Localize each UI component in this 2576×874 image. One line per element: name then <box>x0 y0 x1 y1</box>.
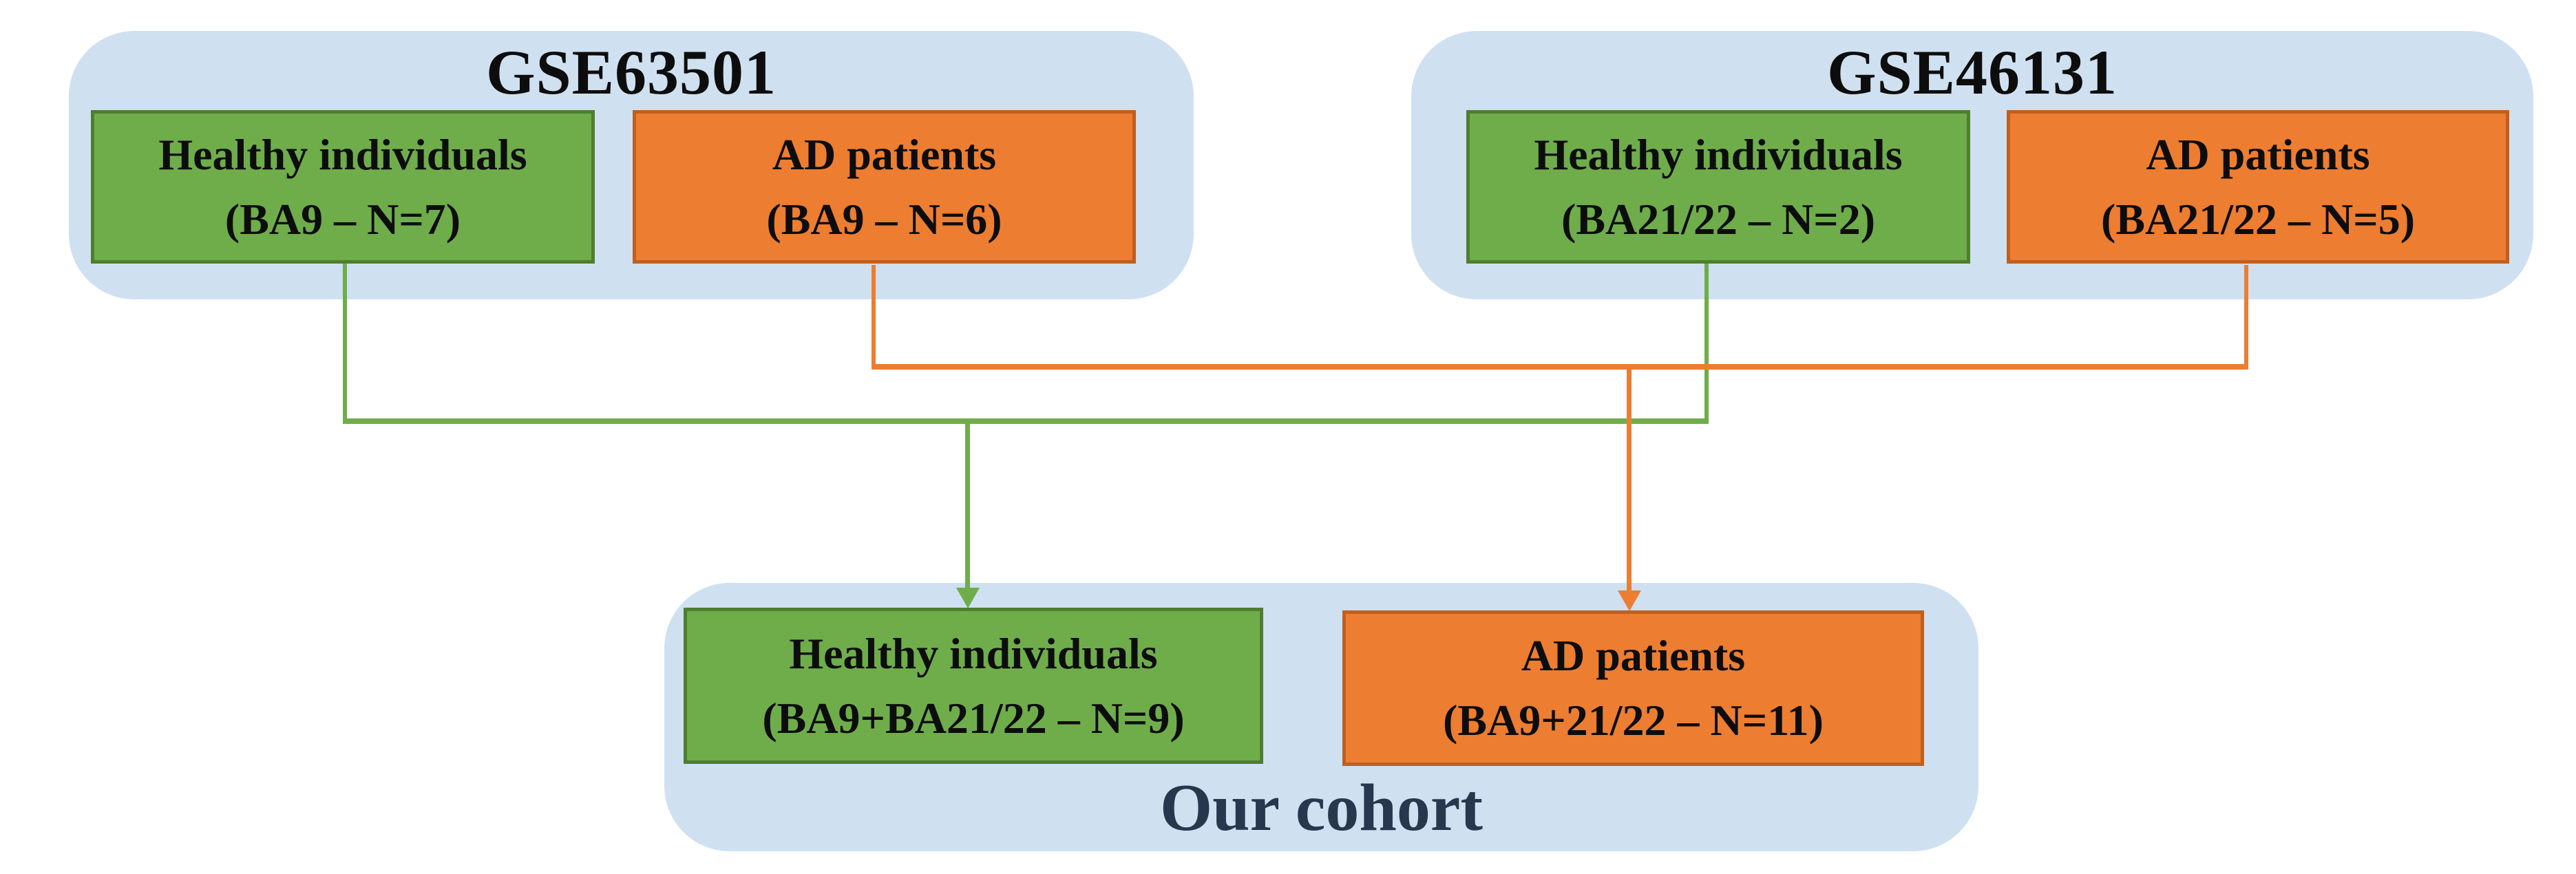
cohort-title: Our cohort <box>1159 771 1484 845</box>
connector-healthy-drop <box>965 418 970 589</box>
box-gse46131-healthy-line2: (BA21/22 – N=2) <box>1561 194 1875 244</box>
connector-ad-horizontal-rail <box>872 364 2248 370</box>
box-gse63501-ad: AD patients (BA9 – N=6) <box>633 110 1136 264</box>
box-gse46131-healthy: Healthy individuals (BA21/22 – N=2) <box>1466 110 1970 264</box>
box-gse46131-healthy-line1: Healthy individuals <box>1534 129 1903 179</box>
connector-healthy-horizontal-rail <box>343 418 1709 424</box>
arrowhead-ad-icon <box>1618 590 1641 611</box>
box-gse46131-ad-line1: AD patients <box>2146 129 2370 179</box>
box-gse63501-ad-line2: (BA9 – N=6) <box>766 194 1002 244</box>
box-gse46131-ad-line2: (BA21/22 – N=5) <box>2101 194 2415 244</box>
arrowhead-healthy-icon <box>956 588 980 608</box>
box-cohort-healthy-line2: (BA9+BA21/22 – N=9) <box>762 693 1185 743</box>
connector-healthy-left-vertical <box>343 264 347 424</box>
connector-ad-drop <box>1627 364 1632 590</box>
connector-ad-right-vertical <box>2244 265 2248 370</box>
box-gse63501-healthy-line1: Healthy individuals <box>158 129 527 179</box>
box-cohort-ad-line2: (BA9+21/22 – N=11) <box>1443 696 1824 745</box>
box-cohort-ad: AD patients (BA9+21/22 – N=11) <box>1342 610 1924 766</box>
connector-ad-left-vertical <box>872 265 876 370</box>
connector-healthy-right-vertical <box>1704 264 1709 424</box>
dataset-title-gse63501: GSE63501 <box>485 37 777 107</box>
box-gse63501-ad-line1: AD patients <box>772 129 997 179</box>
box-cohort-healthy-line1: Healthy individuals <box>789 628 1158 678</box>
box-cohort-healthy: Healthy individuals (BA9+BA21/22 – N=9) <box>684 608 1263 764</box>
dataset-title-gse46131: GSE46131 <box>1826 37 2118 107</box>
box-cohort-ad-line1: AD patients <box>1521 631 1746 680</box>
box-gse63501-healthy: Healthy individuals (BA9 – N=7) <box>91 110 595 264</box>
box-gse63501-healthy-line2: (BA9 – N=7) <box>224 194 461 244</box>
box-gse46131-ad: AD patients (BA21/22 – N=5) <box>2007 110 2509 264</box>
